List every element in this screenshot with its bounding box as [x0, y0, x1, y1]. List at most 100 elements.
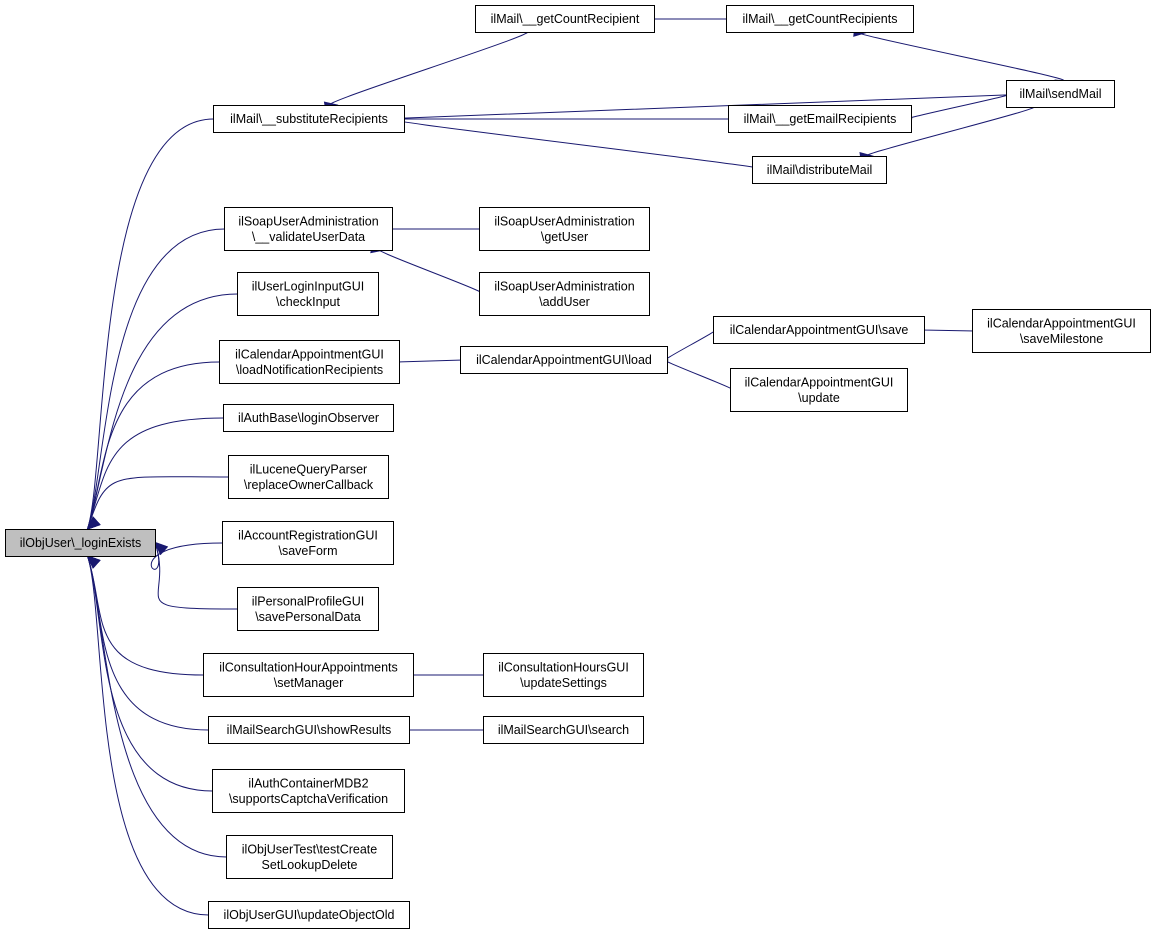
arrowhead-icon — [86, 516, 101, 530]
edge-validateUserData-to-root — [87, 228, 225, 530]
node-label: \supportsCaptchaVerification — [229, 792, 388, 806]
node-box — [212, 769, 405, 813]
node-root[interactable]: ilObjUser\_loginExists — [5, 529, 156, 557]
node-label: ilConsultationHourAppointments — [219, 660, 398, 674]
edge-calUpdate-to-calLoad — [664, 359, 734, 391]
node-box — [728, 105, 912, 133]
node-box — [726, 5, 914, 33]
node-box — [483, 716, 644, 744]
node-label: SetLookupDelete — [262, 858, 358, 872]
node-label: ilCalendarAppointmentGUI\load — [476, 353, 652, 367]
edge-sendMail-to-getCountRecipients — [856, 31, 1065, 82]
node-replaceOwnerCallback[interactable]: ilLuceneQueryParser\replaceOwnerCallback — [228, 455, 389, 499]
node-label: ilMail\__getCountRecipients — [743, 12, 898, 26]
node-getUser[interactable]: ilSoapUserAdministration \getUser — [479, 207, 650, 251]
node-label: \savePersonalData — [255, 610, 361, 624]
node-label: \loadNotificationRecipients — [236, 363, 383, 377]
node-savePersonalData[interactable]: ilPersonalProfileGUI \savePersonalData — [237, 587, 379, 631]
node-getCountRecipient[interactable]: ilMail\__getCountRecipient — [475, 5, 655, 33]
node-box — [972, 309, 1151, 353]
node-calLoad[interactable]: ilCalendarAppointmentGUI\load — [460, 346, 668, 374]
node-calUpdate[interactable]: ilCalendarAppointmentGUI \update — [730, 368, 908, 412]
node-label: \updateSettings — [520, 676, 607, 690]
node-label: ilObjUserTest\testCreate — [242, 842, 378, 856]
node-label: ilObjUser\_loginExists — [20, 536, 142, 550]
node-box — [203, 653, 414, 697]
node-getCountRecipients[interactable]: ilMail\__getCountRecipients — [726, 5, 914, 33]
node-label: ilCalendarAppointmentGUI\save — [730, 323, 909, 337]
node-box — [479, 207, 650, 251]
node-label: ilMailSearchGUI\showResults — [227, 723, 392, 737]
node-box — [226, 835, 393, 879]
node-label: \getUser — [541, 230, 588, 244]
node-box — [460, 346, 668, 374]
node-label: \setManager — [274, 676, 343, 690]
node-setManager[interactable]: ilConsultationHourAppointments \setManage… — [203, 653, 414, 697]
arrowhead-icon — [154, 541, 169, 556]
node-label: ilCalendarAppointmentGUI — [987, 316, 1136, 330]
edge-loadNotificationRecipients-to-root — [87, 361, 220, 530]
node-getEmailRecipients[interactable]: ilMail\__getEmailRecipients — [728, 105, 912, 133]
node-label: ilSoapUserAdministration — [494, 214, 634, 228]
node-box — [208, 901, 410, 929]
edge-loginObserver-to-root — [87, 417, 224, 530]
node-box — [223, 404, 394, 432]
node-updateSettings[interactable]: ilConsultationHoursGUI\updateSettings — [483, 653, 644, 697]
node-label: ilMail\__getCountRecipient — [491, 12, 640, 26]
edge-calLoad-to-loadNotificationRecipients — [396, 359, 464, 363]
edge-addUser-to-validateUserData — [378, 248, 485, 296]
node-sendMail[interactable]: ilMail\sendMail — [1006, 80, 1115, 108]
node-label: \update — [798, 391, 840, 405]
node-box — [752, 156, 887, 184]
edge-saveMilestone-to-calSave — [921, 329, 976, 332]
node-substituteRecipients[interactable]: ilMail\__substituteRecipients — [213, 105, 405, 133]
node-box — [475, 5, 655, 33]
node-label: ilMailSearchGUI\search — [498, 723, 629, 737]
edge-sendMail-to-substituteRecipients — [375, 93, 1036, 120]
node-box — [219, 340, 400, 384]
node-label: ilPersonalProfileGUI — [252, 594, 365, 608]
node-showResults[interactable]: ilMailSearchGUI\showResults — [208, 716, 410, 744]
node-addUser[interactable]: ilSoapUserAdministration\addUser — [479, 272, 650, 316]
node-label: ilMail\__getEmailRecipients — [744, 112, 897, 126]
node-calSave[interactable]: ilCalendarAppointmentGUI\save — [713, 316, 925, 344]
node-saveForm[interactable]: ilAccountRegistrationGUI\saveForm — [222, 521, 394, 565]
node-box — [1006, 80, 1115, 108]
node-label: \saveMilestone — [1020, 332, 1103, 346]
node-label: ilCalendarAppointmentGUI — [745, 375, 894, 389]
node-label: \replaceOwnerCallback — [244, 478, 374, 492]
node-supportsCaptcha[interactable]: ilAuthContainerMDB2 \supportsCaptchaVerif… — [212, 769, 405, 813]
node-box — [213, 105, 405, 133]
node-label: ilSoapUserAdministration — [238, 214, 378, 228]
node-label: \__validateUserData — [252, 230, 365, 244]
node-updateObjectOld[interactable]: ilObjUserGUI\updateObjectOld — [208, 901, 410, 929]
node-box — [713, 316, 925, 344]
node-box — [228, 455, 389, 499]
nodes-layer: ilObjUser\_loginExists ilMail\__substitut… — [5, 5, 1151, 929]
node-box — [483, 653, 644, 697]
node-box — [5, 529, 156, 557]
node-distributeMail[interactable]: ilMail\distributeMail — [752, 156, 887, 184]
node-loadNotificationRecipients[interactable]: ilCalendarAppointmentGUI \loadNotificatio… — [219, 340, 400, 384]
node-label: \checkInput — [276, 295, 340, 309]
node-label: ilMail\__substituteRecipients — [230, 112, 388, 126]
node-checkInput[interactable]: ilUserLoginInputGUI\checkInput — [237, 272, 379, 316]
node-validateUserData[interactable]: ilSoapUserAdministration \__validateUserD… — [224, 207, 393, 251]
node-label: ilCalendarAppointmentGUI — [235, 347, 384, 361]
edge-replaceOwnerCallback-to-root — [87, 476, 229, 530]
edge-checkInput-to-root — [87, 293, 238, 530]
node-label: ilSoapUserAdministration — [494, 279, 634, 293]
edge-sendMail-to-getEmailRecipients — [906, 93, 1012, 120]
node-box — [222, 521, 394, 565]
node-mailSearch[interactable]: ilMailSearchGUI\search — [483, 716, 644, 744]
node-loginObserver[interactable]: ilAuthBase\loginObserver — [223, 404, 394, 432]
edge-updateObjectOld-to-root — [87, 555, 209, 916]
node-label: ilMail\distributeMail — [767, 163, 873, 177]
node-label: ilAuthContainerMDB2 — [248, 776, 368, 790]
arrowhead-icon — [86, 555, 101, 569]
edge-testCreate-to-root — [87, 555, 227, 858]
node-saveMilestone[interactable]: ilCalendarAppointmentGUI \saveMilestone — [972, 309, 1151, 353]
node-box — [237, 272, 379, 316]
